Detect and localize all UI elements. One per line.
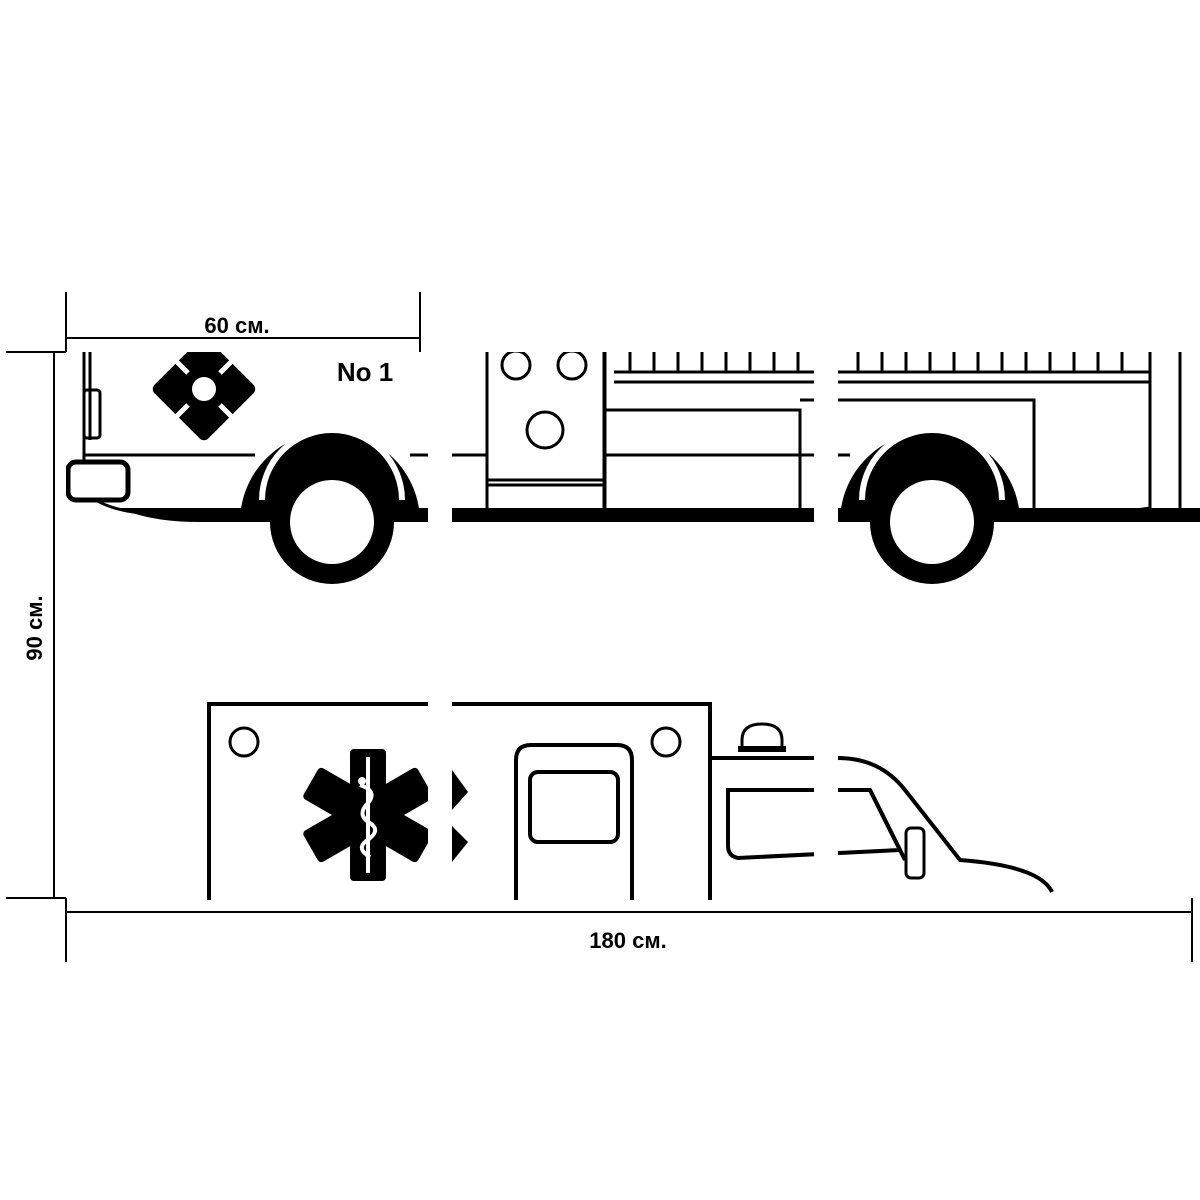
panel-width-label: 60 см. (204, 313, 269, 338)
side-mirror (904, 826, 926, 880)
front-wheel (840, 427, 1020, 584)
beacon-light (740, 722, 784, 750)
star-of-life-icon (303, 749, 433, 881)
truck-number-label: No 1 (337, 357, 393, 387)
dimension-lines (6, 292, 1193, 962)
total-width-label: 180 см. (589, 928, 666, 953)
height-label: 90 см. (22, 595, 47, 660)
artwork: No 1 (66, 352, 1200, 900)
ambulance (207, 702, 1054, 900)
ladder-rungs (628, 352, 1124, 372)
fire-truck: No 1 (66, 352, 1200, 584)
maltese-cross-icon (152, 352, 256, 441)
rear-wheel (240, 427, 420, 584)
emblem-edge (452, 770, 468, 862)
rear-bumper (66, 459, 131, 503)
